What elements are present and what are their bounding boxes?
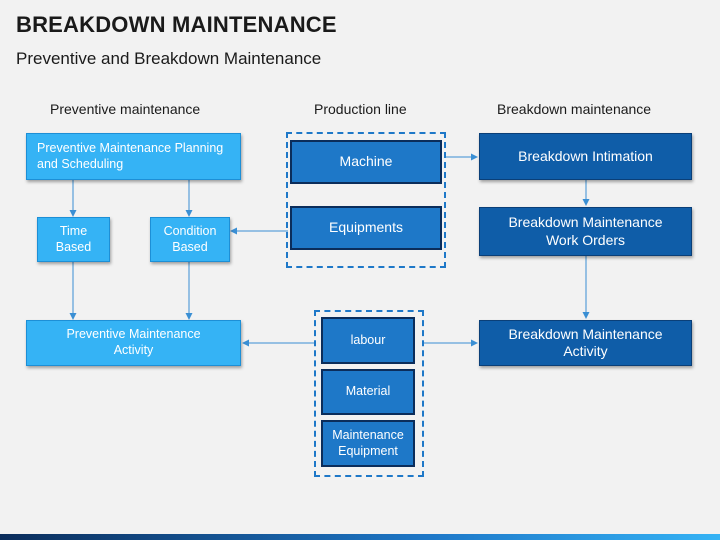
column-heading-breakdown: Breakdown maintenance <box>497 101 652 117</box>
labour-label: labour <box>350 332 386 347</box>
condition-based-box: Condition Based <box>150 217 230 262</box>
preventive-activity-label: Preventive Maintenance Activity <box>66 327 201 357</box>
equipments-label: Equipments <box>329 219 403 236</box>
breakdown-work-orders-label: Breakdown Maintenance Work Orders <box>508 214 663 248</box>
preventive-activity-box: Preventive Maintenance Activity <box>26 320 241 366</box>
machine-label: Machine <box>339 153 393 170</box>
breakdown-work-orders-box: Breakdown Maintenance Work Orders <box>479 207 692 256</box>
preventive-planning-box: Preventive Maintenance Planning and Sche… <box>26 133 241 180</box>
breakdown-activity-box: Breakdown Maintenance Activity <box>479 320 692 366</box>
material-box: Material <box>321 369 415 415</box>
page-subtitle: Preventive and Breakdown Maintenance <box>16 49 322 68</box>
time-based-label: Time Based <box>55 223 92 254</box>
column-heading-preventive: Preventive maintenance <box>50 101 201 117</box>
production-line-group <box>286 132 446 268</box>
resources-group <box>314 310 424 477</box>
material-label: Material <box>345 384 391 399</box>
equipments-box: Equipments <box>290 206 442 250</box>
labour-box: labour <box>321 317 415 364</box>
footer-bar <box>0 534 720 540</box>
column-heading-production: Production line <box>314 101 407 117</box>
condition-based-label: Condition Based <box>163 223 217 254</box>
machine-box: Machine <box>290 140 442 184</box>
time-based-box: Time Based <box>37 217 110 262</box>
maintenance-equipment-box: Maintenance Equipment <box>321 420 415 467</box>
breakdown-activity-label: Breakdown Maintenance Activity <box>508 325 663 360</box>
preventive-planning-label: Preventive Maintenance Planning and Sche… <box>37 140 224 171</box>
breakdown-intimation-box: Breakdown Intimation <box>479 133 692 180</box>
maintenance-equipment-label: Maintenance Equipment <box>332 427 404 458</box>
breakdown-intimation-label: Breakdown Intimation <box>518 147 653 164</box>
page-title: BREAKDOWN MAINTENANCE <box>16 12 337 37</box>
